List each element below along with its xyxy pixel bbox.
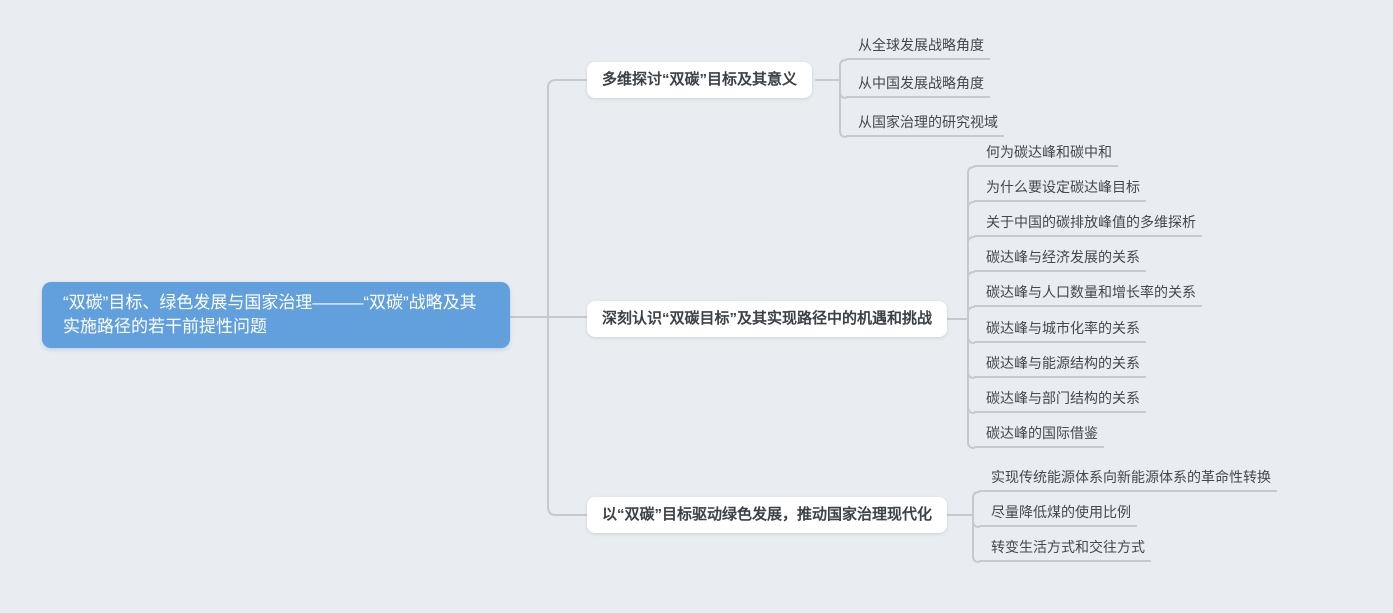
connector-branch2-trunk — [967, 166, 975, 449]
subtopic-2-9[interactable]: 碳达峰的国际借鉴 — [974, 422, 1104, 448]
subtopic-3-1[interactable]: 实现传统能源体系向新能源体系的革命性转换 — [979, 466, 1277, 492]
subtopic-2-2[interactable]: 为什么要设定碳达峰目标 — [974, 176, 1146, 202]
connector-branch1-trunk — [839, 59, 847, 138]
connector-branch2-c5 — [967, 306, 975, 314]
connector-branch2-c7 — [967, 371, 975, 379]
connector-branch2-c6 — [967, 336, 975, 344]
connector-branch2-c8 — [967, 406, 975, 414]
connector-branch2-c4 — [967, 271, 975, 279]
branch-topic-2[interactable]: 深刻认识“双碳目标”及其实现路径中的机遇和挑战 — [587, 301, 948, 337]
connector-branch3-trunk — [972, 491, 980, 563]
subtopic-2-8[interactable]: 碳达峰与部门结构的关系 — [974, 387, 1146, 413]
connector-branch2-c2 — [967, 201, 975, 209]
subtopic-2-7[interactable]: 碳达峰与能源结构的关系 — [974, 352, 1146, 378]
subtopic-3-2[interactable]: 尽量降低煤的使用比例 — [979, 501, 1137, 527]
subtopic-2-1[interactable]: 何为碳达峰和碳中和 — [974, 141, 1118, 167]
connector-branch3-mid — [972, 520, 980, 528]
connector-branch1-mid — [839, 91, 847, 99]
subtopic-1-1[interactable]: 从全球发展战略角度 — [846, 34, 990, 60]
connector-branch2-c3 — [967, 236, 975, 244]
connector-main-trunk — [547, 79, 588, 516]
subtopic-3-3[interactable]: 转变生活方式和交往方式 — [979, 536, 1151, 562]
root-topic[interactable]: “双碳”目标、绿色发展与国家治理———“双碳”战略及其实施路径的若干前提性问题 — [42, 282, 510, 348]
subtopic-1-2[interactable]: 从中国发展战略角度 — [846, 72, 990, 98]
subtopic-2-6[interactable]: 碳达峰与城市化率的关系 — [974, 317, 1146, 343]
subtopic-2-3[interactable]: 关于中国的碳排放峰值的多维探析 — [974, 211, 1202, 237]
subtopic-1-3[interactable]: 从国家治理的研究视域 — [846, 111, 1004, 137]
branch-topic-3[interactable]: 以“双碳”目标驱动绿色发展，推动国家治理现代化 — [587, 497, 948, 533]
subtopic-2-5[interactable]: 碳达峰与人口数量和增长率的关系 — [974, 281, 1202, 307]
branch-topic-1[interactable]: 多维探讨“双碳”目标及其意义 — [587, 62, 813, 98]
subtopic-2-4[interactable]: 碳达峰与经济发展的关系 — [974, 246, 1146, 272]
